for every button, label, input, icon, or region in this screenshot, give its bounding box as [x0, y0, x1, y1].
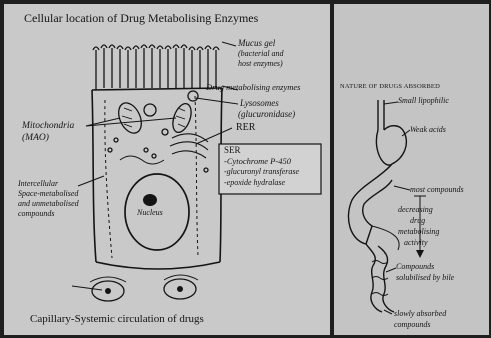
- label-small-lipophilic: Small lipophilic: [398, 97, 449, 105]
- label-rer: RER: [236, 123, 255, 134]
- label-intercellular-1: Intercellular: [18, 180, 58, 188]
- label-nucleus: Nucleus: [137, 209, 163, 217]
- label-activity: activity: [404, 239, 428, 247]
- label-lysosomes: Lysosomes: [240, 99, 279, 108]
- label-decreasing: decreasing: [398, 206, 433, 214]
- label-drug-enzymes: Drug metabolising enzymes: [206, 83, 300, 92]
- nucleolus: [143, 194, 157, 206]
- label-slowly-1: slowly absorbed: [394, 310, 446, 318]
- right-panel-background: [334, 4, 489, 335]
- label-metabolising: metabolising: [398, 228, 439, 236]
- ser-item-3: -epoxide hydralase: [224, 179, 285, 187]
- label-bile-1: Compounds: [396, 263, 434, 271]
- label-most-compounds: most compounds: [410, 186, 464, 194]
- ser-item-2: -glucuronyl transferase: [224, 168, 299, 176]
- left-panel-title: Cellular location of Drug Metabolising E…: [24, 12, 258, 25]
- label-mucus-gel: Mucus gel: [238, 39, 275, 48]
- label-mucus-gel-sub1: (bacterial and: [238, 50, 284, 58]
- label-slowly-2: compounds: [394, 321, 430, 329]
- label-mitochondria: Mitochondria: [22, 122, 74, 132]
- label-mucus-gel-sub2: host enzymes): [238, 60, 283, 68]
- label-intercellular-4: compounds: [18, 210, 54, 218]
- label-capillary: Capillary-Systemic circulation of drugs: [30, 314, 204, 326]
- label-intercellular-3: and unmetabolised: [18, 200, 79, 208]
- label-weak-acids: Weak acids: [410, 126, 446, 134]
- label-drug: drug: [410, 217, 425, 225]
- right-panel-title: NATURE OF DRUGS ABSORBED: [340, 84, 440, 91]
- ser-item-1: -Cytochrome P-450: [224, 157, 291, 166]
- ser-box-title: SER: [224, 146, 241, 155]
- label-lysosomes-sub: (glucuronidase): [238, 110, 295, 119]
- label-bile-2: solubilised by bile: [396, 274, 454, 282]
- label-mao: (MAO): [22, 134, 49, 144]
- label-intercellular-2: Space-metabolised: [18, 190, 78, 198]
